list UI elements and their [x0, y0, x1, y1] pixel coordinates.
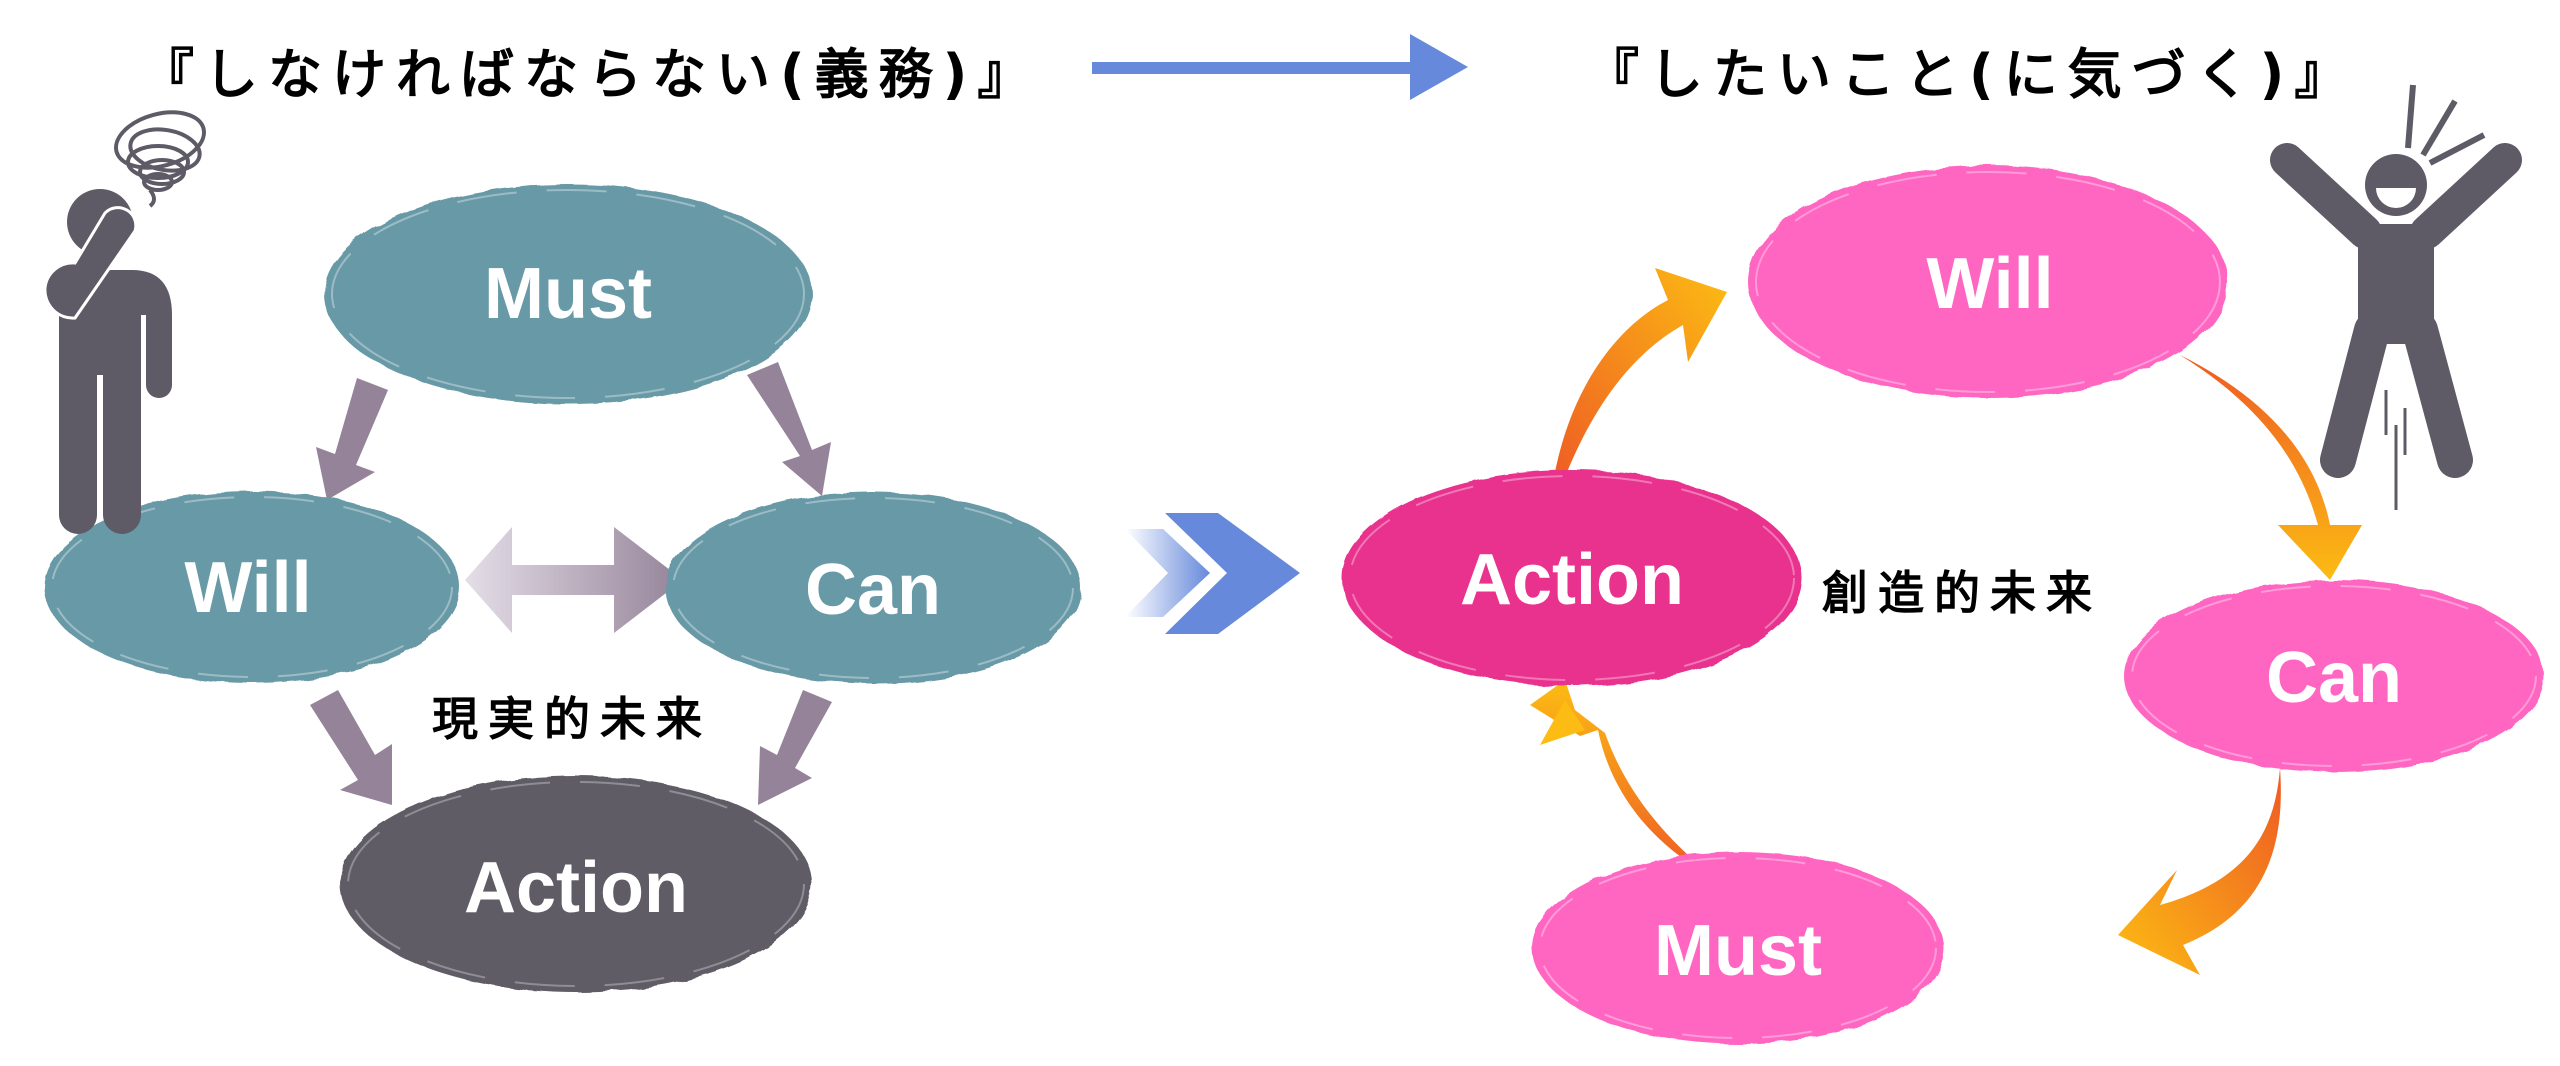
- arrow-will-to-action: [310, 690, 392, 805]
- node-action-right-label: Action: [1460, 540, 1684, 620]
- node-will-right-label: Will: [1926, 244, 2053, 324]
- node-action-right: Action: [1342, 470, 1802, 686]
- arrow-must-to-can: [747, 362, 831, 496]
- joyful-person-icon: [2270, 84, 2522, 510]
- node-must-left-label: Must: [484, 254, 652, 334]
- node-will-left: Will: [44, 491, 460, 683]
- left-title: 『しなければならない(義務)』: [140, 43, 1042, 106]
- node-can-right-label: Can: [2266, 638, 2402, 718]
- node-must-right-label: Must: [1654, 911, 1822, 991]
- node-must-right: Must: [1532, 852, 1944, 1044]
- arrow-will-can-bidirectional: [465, 527, 683, 633]
- node-must-left: Must: [324, 184, 812, 404]
- arrow-can-to-must: [2118, 768, 2281, 975]
- right-title: 『したいこと(に気づく)』: [1585, 43, 2359, 106]
- node-action-left-label: Action: [464, 848, 688, 928]
- node-can-right: Can: [2124, 580, 2544, 772]
- arrow-can-to-action: [758, 690, 832, 805]
- title-transition-arrow: [1092, 34, 1468, 100]
- node-can-left: Can: [665, 492, 1081, 684]
- left-caption: 現実的未来: [432, 692, 712, 746]
- arrow-must-to-action: [1530, 680, 1718, 880]
- node-will-left-label: Will: [184, 548, 311, 628]
- arrow-action-to-will: [1552, 268, 1727, 490]
- node-action-left: Action: [340, 776, 812, 992]
- arrow-must-to-will: [316, 378, 388, 500]
- right-caption: 創造的未来: [1822, 566, 2102, 620]
- node-can-left-label: Can: [805, 550, 941, 630]
- transition-chevron-icon: [1125, 513, 1300, 634]
- node-will-right: Will: [1748, 166, 2228, 398]
- confused-person-icon: [43, 110, 206, 534]
